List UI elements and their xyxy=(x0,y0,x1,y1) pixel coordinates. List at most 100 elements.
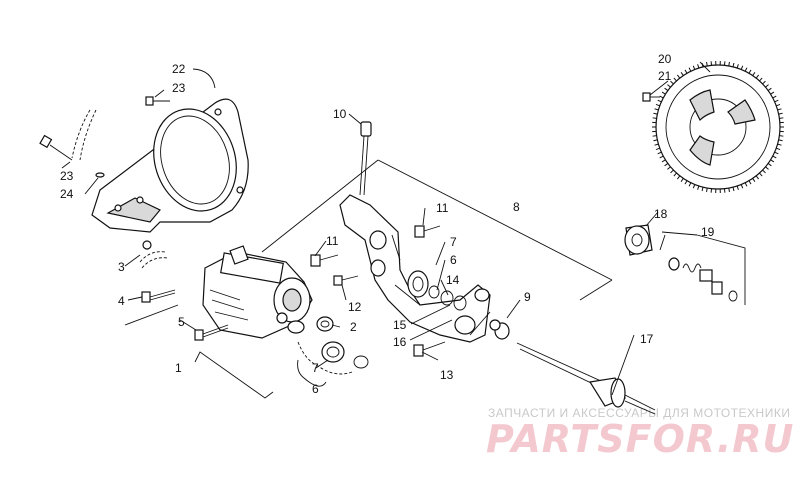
ring-gear-tooth xyxy=(732,62,735,67)
callout-3: 3 xyxy=(118,260,125,274)
ring-gear-tooth xyxy=(778,112,783,115)
callout-15: 15 xyxy=(393,318,407,332)
callout-24: 24 xyxy=(60,187,74,201)
ring-gear-tooth xyxy=(767,87,772,91)
ring-gear-tooth xyxy=(667,84,671,88)
callout-6-lower: 6 xyxy=(312,382,319,396)
ring-gear-tooth xyxy=(688,67,692,72)
callout-10: 10 xyxy=(333,107,347,121)
ring-gear-tooth xyxy=(777,143,782,146)
ring-gear-tooth xyxy=(664,163,669,167)
starter-bracket xyxy=(339,194,491,343)
ring-gear-tooth xyxy=(778,139,783,142)
callout-7-lower: 7 xyxy=(312,361,319,375)
ring-gear-tooth xyxy=(692,184,696,189)
ring-gear-tooth xyxy=(744,182,748,187)
ring-gear-tooth xyxy=(653,139,658,142)
bolt-11-upper xyxy=(414,225,441,238)
ring-gear-tooth xyxy=(770,159,775,163)
spacer-15 xyxy=(453,295,467,311)
ring-gear-tooth xyxy=(652,135,657,137)
leader-lines xyxy=(61,61,746,399)
callout-labels: 22 23 23 24 3 4 5 1 2 7 6 10 11 11 7 6 1… xyxy=(60,52,715,396)
ring-gear-tooth xyxy=(762,80,766,85)
ring-gear-tooth xyxy=(655,147,660,151)
ring-gear-tooth xyxy=(774,99,779,103)
ring-gear-tooth xyxy=(664,87,669,91)
callout-17: 17 xyxy=(640,332,654,346)
ring-gear-tooth xyxy=(654,108,659,111)
ring-gear-tooth xyxy=(688,182,692,187)
callout-1: 1 xyxy=(175,361,182,375)
ring-gear-tooth xyxy=(697,185,700,190)
ring-gear-tooth xyxy=(740,184,744,189)
bolt-4 xyxy=(141,289,176,303)
callout-6-upper: 6 xyxy=(450,253,457,267)
callout-18: 18 xyxy=(654,207,668,221)
ring-gear-tooth xyxy=(776,147,781,151)
ring-gear-tooth xyxy=(759,172,763,177)
drive-gear-7-lower xyxy=(321,341,345,363)
callout-20: 20 xyxy=(658,52,672,66)
callout-14: 14 xyxy=(446,273,460,287)
bolt-23-left xyxy=(39,134,73,161)
ring-gear-tooth xyxy=(774,151,779,155)
ring-gear-tooth xyxy=(661,91,666,95)
gear-group-outline xyxy=(297,341,353,375)
callout-12: 12 xyxy=(348,300,362,314)
ring-gear-tooth xyxy=(657,151,662,155)
ring-gear-20 xyxy=(652,61,784,193)
bolt-11-lower xyxy=(310,254,339,267)
ring-gear-tooth xyxy=(736,185,739,190)
callout-23-top: 23 xyxy=(172,81,186,95)
wire-harness-left xyxy=(71,109,97,161)
nut-3 xyxy=(142,240,152,250)
ring-gear-tooth xyxy=(706,61,708,67)
spring-kit-19 xyxy=(668,257,738,302)
starter-motor xyxy=(202,245,313,339)
ring-gear-tooth xyxy=(752,72,756,76)
ring-gear-tooth xyxy=(765,166,769,170)
ring-gear-tooth xyxy=(653,112,658,115)
ring-gear-tooth xyxy=(767,163,772,167)
washer-24 xyxy=(95,172,105,178)
ring-gear-tooth xyxy=(680,178,684,182)
ring-gear-tooth xyxy=(779,135,784,137)
ring-gear-tooth xyxy=(772,95,777,99)
ring-gear-tooth xyxy=(680,72,684,76)
starter-cover-plate xyxy=(91,98,249,233)
ring-gear-tooth xyxy=(667,166,671,170)
ring-gear-tooth xyxy=(740,65,744,70)
washer-6-upper xyxy=(428,285,440,299)
ring-gear-tooth xyxy=(776,103,781,107)
ring-gear-tooth xyxy=(657,99,662,103)
ring-gear-tooth xyxy=(652,117,657,119)
ring-gear-tooth xyxy=(777,108,782,111)
ring-gear-tooth xyxy=(732,187,735,192)
washer-14 xyxy=(440,290,454,306)
bolt-5 xyxy=(194,324,229,341)
callout-21: 21 xyxy=(658,69,672,83)
ring-gear-tooth xyxy=(752,178,756,182)
ring-gear-tooth xyxy=(692,65,696,70)
ring-gear-tooth xyxy=(654,143,659,146)
callout-7-upper: 7 xyxy=(450,235,457,249)
ring-gear-tooth xyxy=(659,155,664,159)
callout-8: 8 xyxy=(513,200,520,214)
callout-4: 4 xyxy=(118,294,125,308)
callout-22: 22 xyxy=(172,62,186,76)
ring-gear-tooth xyxy=(762,169,766,174)
drive-shaft xyxy=(516,342,656,415)
ring-gear-tooth xyxy=(659,95,664,99)
bolt-10 xyxy=(359,121,372,196)
ring-gear-tooth xyxy=(655,103,660,107)
bushing-9 xyxy=(489,319,510,340)
ring-gear-tooth xyxy=(684,69,688,74)
ring-gear-tooth xyxy=(770,91,775,95)
bolt-13 xyxy=(413,341,446,357)
ring-gear-tooth xyxy=(676,175,681,180)
ring-gear-tooth xyxy=(661,159,666,163)
watermark-brand: PARTSFOR.RU xyxy=(486,417,794,461)
ring-gear-tooth xyxy=(736,64,739,69)
watermark-tagline: ЗАПЧАСТИ И АКСЕССУАРЫ ДЛЯ МОТОТЕХНИКИ xyxy=(488,406,790,420)
